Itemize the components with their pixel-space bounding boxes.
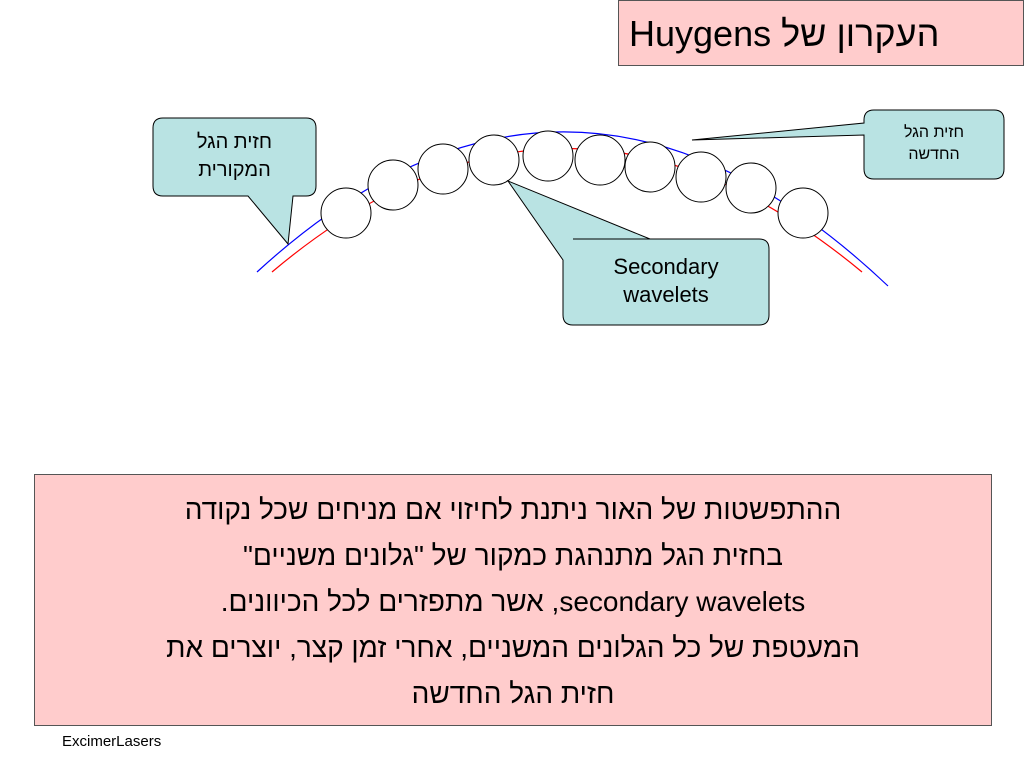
callout-original-wavefront: חזית הגל המקורית [153,118,316,196]
callout-text-line: חזית הגל [196,131,273,153]
description-line: בחזית הגל מתנהגת כמקור של "גלונים משניים… [242,540,784,571]
callout-text-line: wavelets [623,282,709,307]
description-line: המעטפת של כל הגלונים המשניים, אחרי זמן ק… [166,632,860,663]
wavelet-circle [574,134,626,186]
wavelet-circle [320,187,372,239]
callout-original-wavefront-bubble [152,117,317,246]
callout-new-wavefront: חזית הגל החדשה [864,110,1004,179]
wavelet-circle [777,187,829,239]
callout-text-line: חזית הגל [903,124,965,141]
wavelet-circle [417,143,469,195]
description-line: ההתפשטות של האור ניתנת לחיזוי אם מניחים … [184,494,842,525]
callout-secondary-wavelets: Secondary wavelets [563,239,769,325]
footer-label: ExcimerLasers [62,733,162,750]
callout-secondary-wavelets-bubble [506,179,770,326]
slide-title: העקרון של Huygens [618,0,1024,66]
description-box: ההתפשטות של האור ניתנת לחיזוי אם מניחים … [34,474,992,726]
wavelet-circle [468,134,520,186]
description-line: חזית הגל החדשה [411,678,615,709]
wavelet-circle [725,162,777,214]
callout-text-line: החדשה [908,146,960,163]
callout-text-line: המקורית [198,159,271,181]
callout-text-line: Secondary [613,254,719,279]
wavelet-circle [675,151,727,203]
wavelet-circle [522,130,574,182]
secondary-wavelet-circles [320,130,829,239]
wavelet-circle [367,159,419,211]
wavelet-circle [624,141,676,193]
description-line: secondary wavelets, אשר מתפזרים לכל הכיו… [220,586,806,617]
callout-new-wavefront-bubble [691,109,1005,180]
